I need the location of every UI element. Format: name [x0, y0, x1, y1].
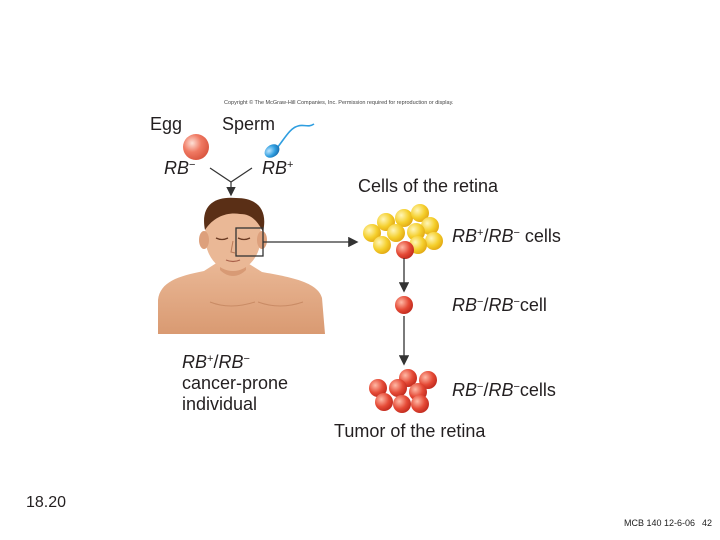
tumor-title: Tumor of the retina: [334, 421, 486, 441]
fertilization-arrow: [209, 167, 253, 194]
mutating-cell: [396, 241, 414, 259]
individual-line3: individual: [182, 394, 258, 414]
sperm-genotype: RB+: [262, 158, 294, 178]
tumor-cell-cluster: [369, 369, 437, 413]
egg-cell: [183, 134, 209, 160]
page-number: 42: [702, 518, 713, 528]
single-mutant-cell: [395, 296, 413, 314]
copyright-notice: Copyright © The McGraw-Hill Companies, I…: [224, 100, 454, 106]
state-label-tumor-cells: RB−/RB−cells: [452, 380, 556, 400]
state-label-heterozygous: RB+/RB− cells: [452, 226, 561, 246]
healthy-cell-cluster: [363, 204, 443, 259]
egg-label: Egg: [150, 114, 183, 134]
footer-course: MCB 140 12-6-06: [624, 518, 696, 528]
person-illustration: [158, 197, 325, 334]
egg-genotype: RB−: [164, 158, 196, 178]
state-label-mutant-cell: RB−/RB−cell: [452, 295, 547, 315]
sperm-cell: [264, 123, 315, 158]
sperm-label: Sperm: [222, 114, 276, 134]
individual-label: RB+/RB− cancer-prone individual: [182, 349, 288, 415]
retina-cells-title: Cells of the retina: [358, 176, 499, 196]
individual-genotype: RB+/RB−: [182, 352, 250, 372]
figure-number: 18.20: [26, 494, 67, 511]
individual-line2: cancer-prone: [182, 373, 289, 393]
